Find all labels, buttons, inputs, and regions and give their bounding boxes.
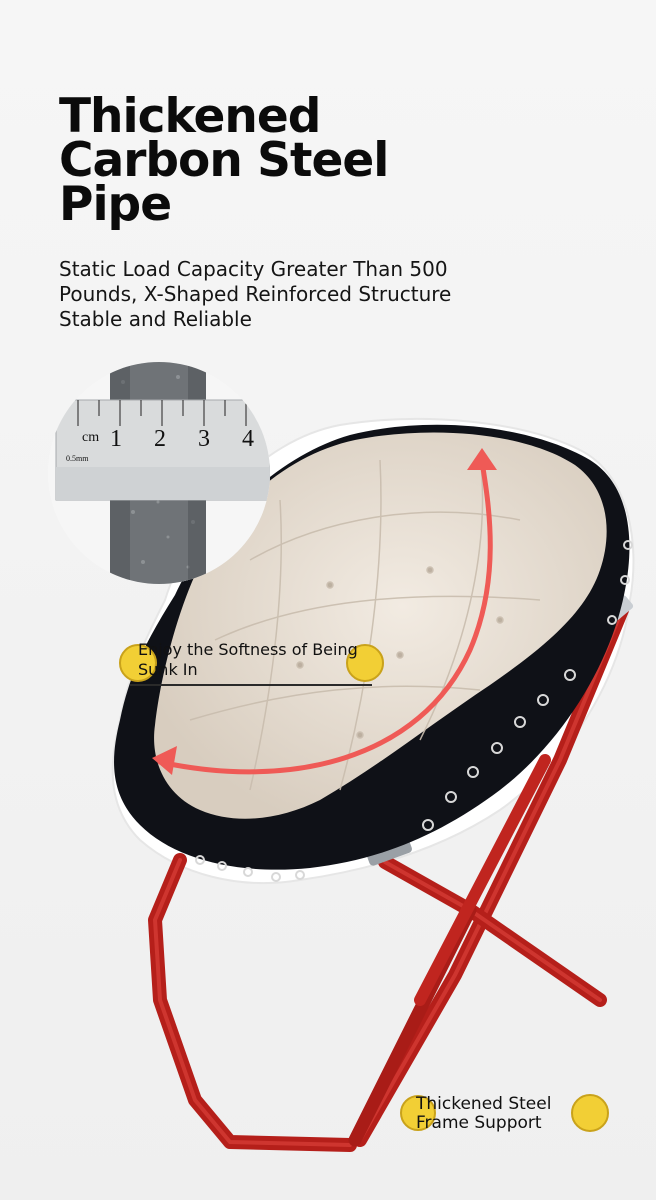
softness-arrow xyxy=(157,459,493,775)
arrow-head-left xyxy=(152,746,177,775)
ruler-number: 4 xyxy=(242,426,254,452)
ruler-number: 1 xyxy=(110,426,122,452)
headline: Thickened Carbon Steel Pipe xyxy=(59,89,399,232)
ruler-ticks xyxy=(77,400,247,426)
subtitle-line: Static Load Capacity Greater Than 500 xyxy=(59,257,448,281)
pipe-detail-circle: cm 1 2 3 4 0.5mm xyxy=(48,362,270,584)
headline-line: Carbon Steel xyxy=(59,133,389,188)
ruler-unit: cm xyxy=(82,430,100,445)
ruler-number: 2 xyxy=(154,426,166,452)
callout-frame-marker xyxy=(400,1094,609,1132)
subtitle-line: Stable and Reliable xyxy=(59,307,252,331)
callout-softness: Enjoy the Softness of Being Sunk In xyxy=(138,640,358,680)
ruler-small-label: 0.5mm xyxy=(66,454,89,463)
headline-line: Thickened xyxy=(59,89,321,144)
eyelets xyxy=(195,540,633,882)
subtitle: Static Load Capacity Greater Than 500 Po… xyxy=(59,257,499,332)
headline-line: Pipe xyxy=(59,177,172,232)
callout-line: Thickened Steel xyxy=(416,1094,552,1114)
callout-frame-support: Thickened Steel Frame Support xyxy=(416,1095,551,1133)
callout-line: Frame Support xyxy=(416,1113,542,1133)
arrow-head-top xyxy=(467,448,497,470)
callout-soft-marker xyxy=(119,644,384,686)
callout-line: Enjoy the Softness of Being xyxy=(138,640,358,659)
ruler-number: 3 xyxy=(198,426,210,452)
subtitle-line: Pounds, X-Shaped Reinforced Structure xyxy=(59,282,452,306)
chair-cushion xyxy=(154,432,607,819)
callout-line: Sunk In xyxy=(138,660,198,679)
